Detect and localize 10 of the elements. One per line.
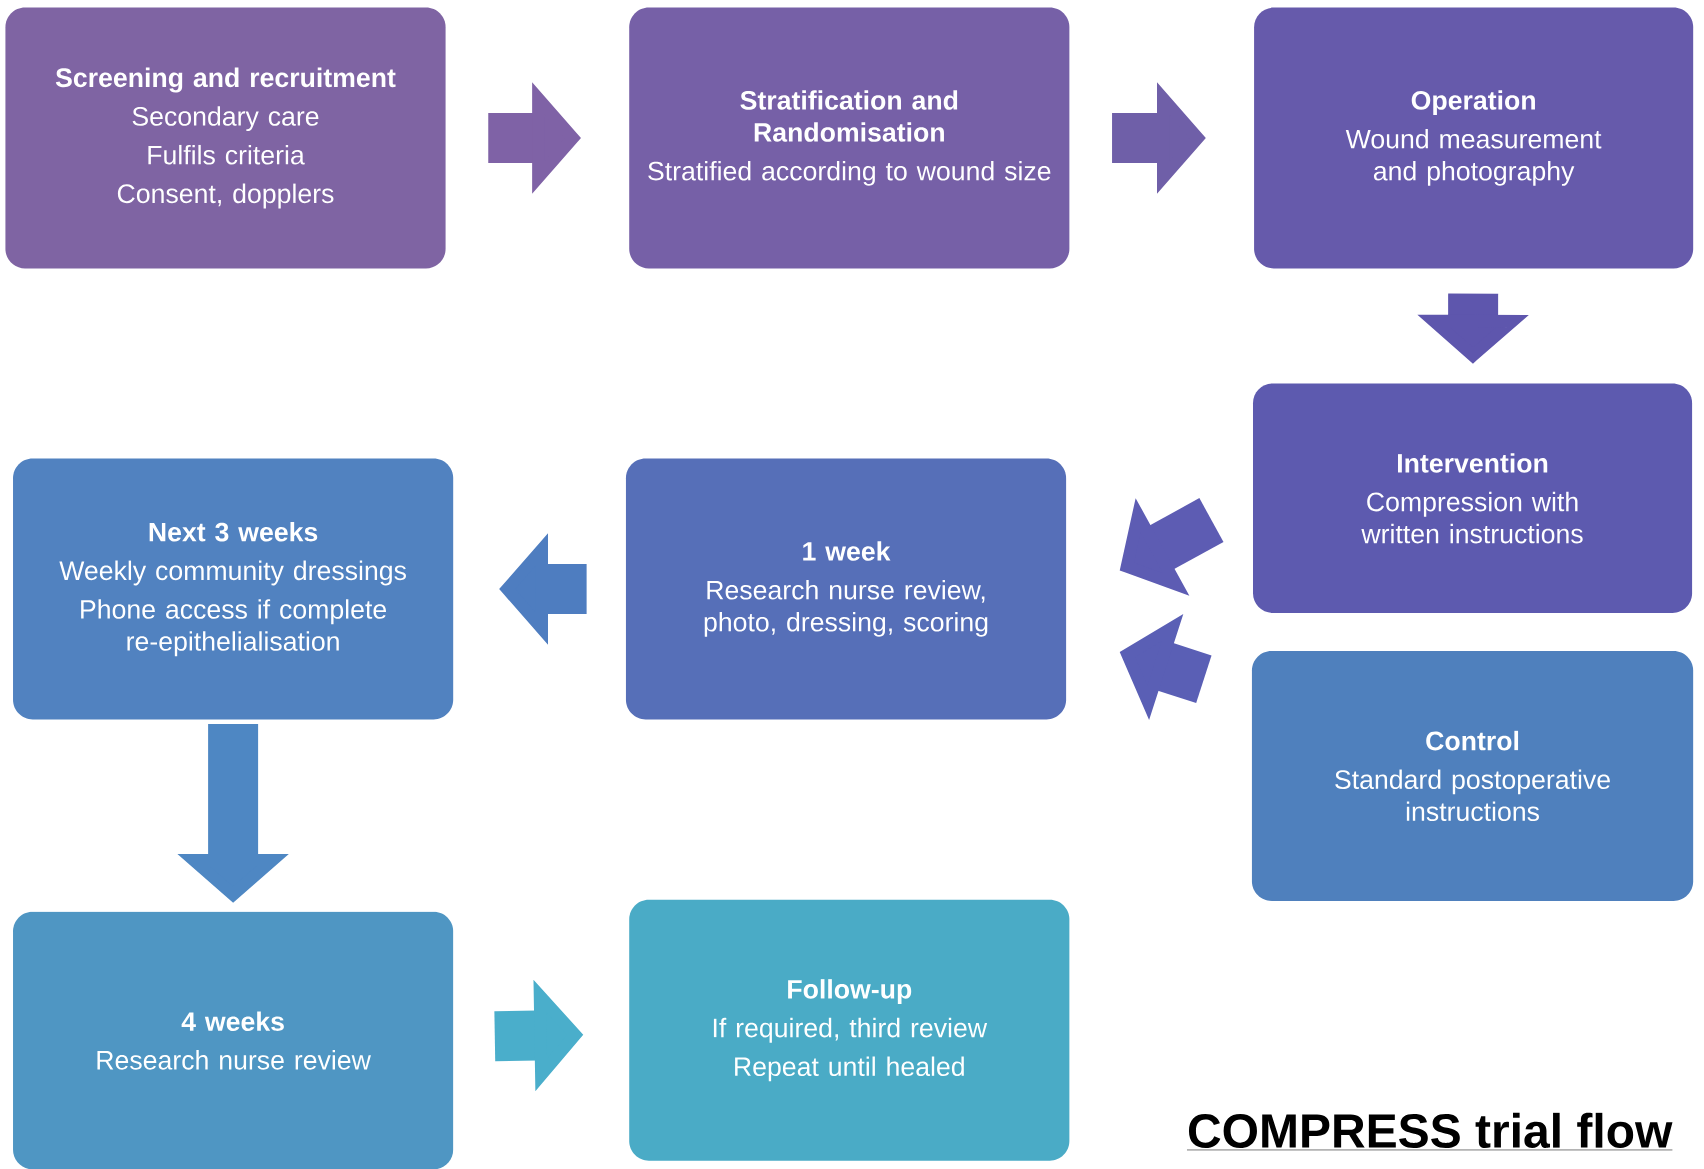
process-box: Next 3 weeks Weekly community dressings Phone access if complete re-epithelialisation	[13, 458, 454, 720]
process-box: Intervention Compression with written instructions	[1253, 383, 1693, 613]
title: COMPRESS trial flow	[1186, 1112, 1673, 1151]
process-box: Control Standard postoperative instructions	[1251, 650, 1694, 901]
process-box: 1 week Research nurse review, photo, dressing, scoring	[625, 458, 1067, 720]
process-box: Screening and recruitment Secondary care Fulfils criteria Consent, dopplers	[5, 7, 446, 269]
process-box: Stratification and Randomisation Stratified according to wound size	[629, 7, 1070, 269]
process-box: Follow-up If required, third review Repeat until healed	[629, 899, 1070, 1161]
process-box: Operation Wound measurement and photography	[1254, 7, 1694, 269]
process-box: 4 weeks Research nurse review	[13, 911, 454, 1169]
